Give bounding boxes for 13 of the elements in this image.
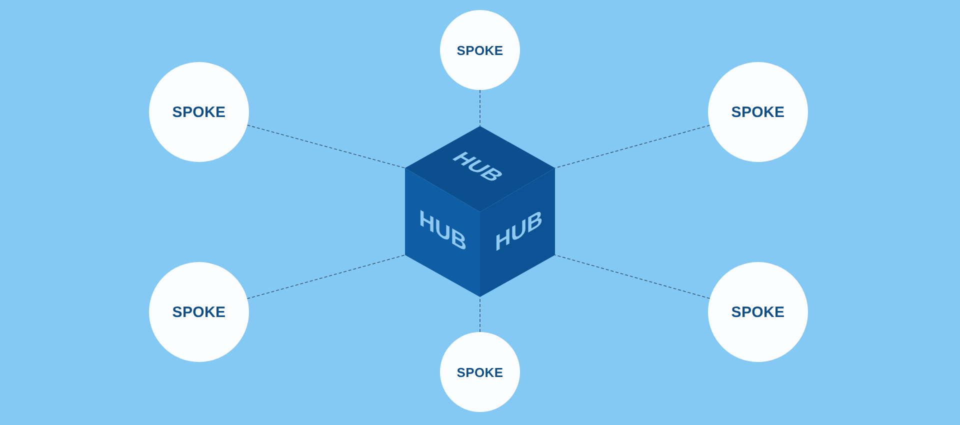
connector-line — [246, 254, 406, 300]
connector-line — [554, 254, 710, 299]
spoke-label: SPOKE — [731, 104, 785, 120]
spoke-label: SPOKE — [172, 304, 226, 320]
connector-line — [246, 124, 406, 168]
face-label: HUB — [448, 150, 508, 184]
face-label: HUB — [419, 206, 467, 256]
spoke-label: SPOKE — [731, 304, 785, 320]
spoke-label: SPOKE — [456, 364, 504, 380]
spoke-label: SPOKE — [456, 42, 504, 58]
face-label: HUB — [495, 206, 543, 256]
spoke-label: SPOKE — [172, 104, 226, 120]
connector-line — [554, 124, 710, 168]
